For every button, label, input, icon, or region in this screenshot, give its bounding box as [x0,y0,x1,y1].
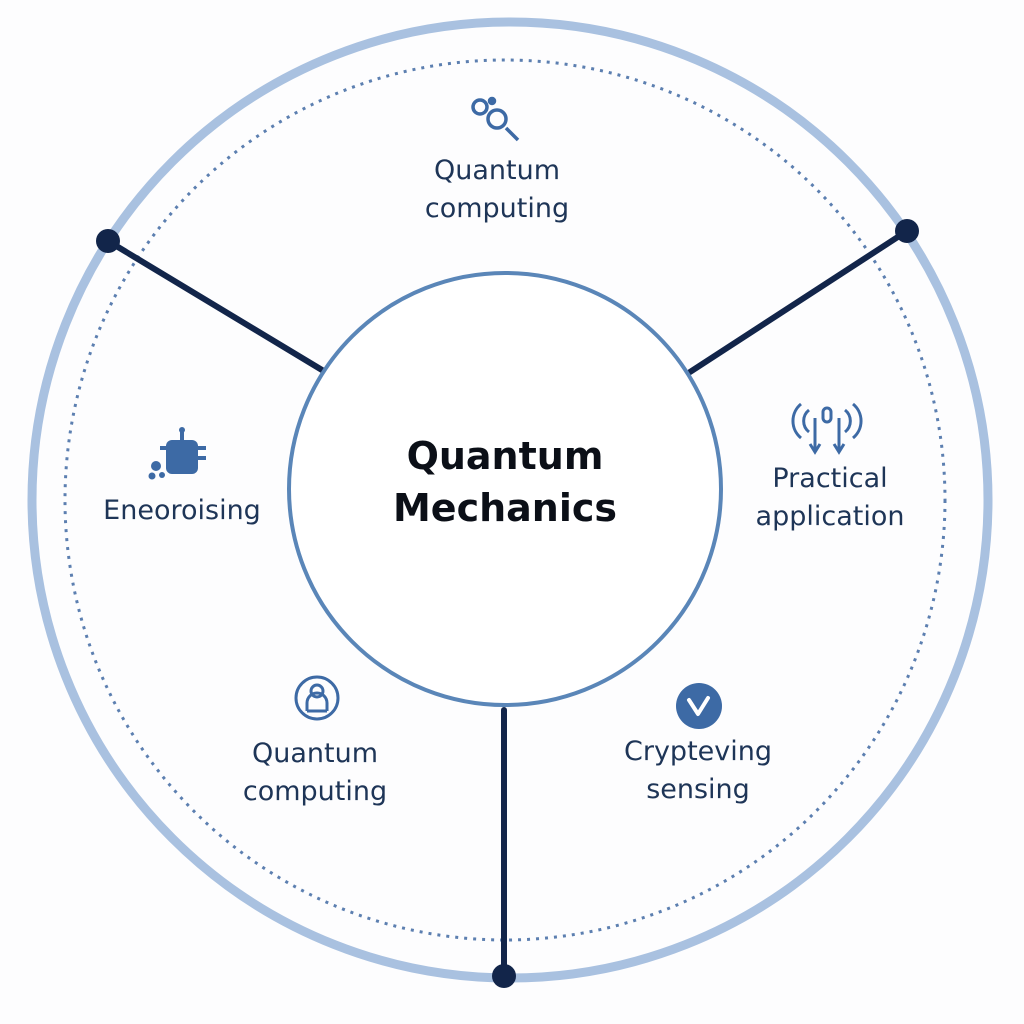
node-bottom [492,964,516,988]
label-bottom-right-line1: Crypteving [624,736,772,767]
user-badge-icon [294,675,340,721]
label-right: Practical application [756,460,905,536]
spoke-right [687,228,910,375]
label-right-line2: application [755,501,905,532]
label-bottom-left-line2: computing [242,776,388,807]
label-top-line1: Quantum [433,155,561,186]
node-right [895,219,919,243]
link-chain-icon [471,96,520,142]
center-circle [287,271,723,707]
center-title-line2: Mechanics [392,486,618,530]
spoke-left [105,238,325,373]
center-title-line1: Quantum [406,434,604,478]
label-top: Quantum computing [425,152,569,228]
check-circle-icon [676,683,722,729]
center-title: Quantum Mechanics [393,430,617,534]
signal-antenna-icon [791,402,863,455]
label-right-line1: Practical [772,463,888,494]
label-bottom-right: Crypteving sensing [624,733,772,809]
node-left [96,229,120,253]
dotted-ring [63,58,947,942]
label-bottom-left: Quantum computing [243,735,387,811]
label-left-line1: Eneoroising [103,495,261,526]
label-top-line2: computing [424,193,570,224]
label-bottom-right-line2: sensing [646,774,750,805]
robot-icon [148,427,206,480]
label-bottom-left-line1: Quantum [251,738,379,769]
label-left: Eneoroising [103,492,261,530]
